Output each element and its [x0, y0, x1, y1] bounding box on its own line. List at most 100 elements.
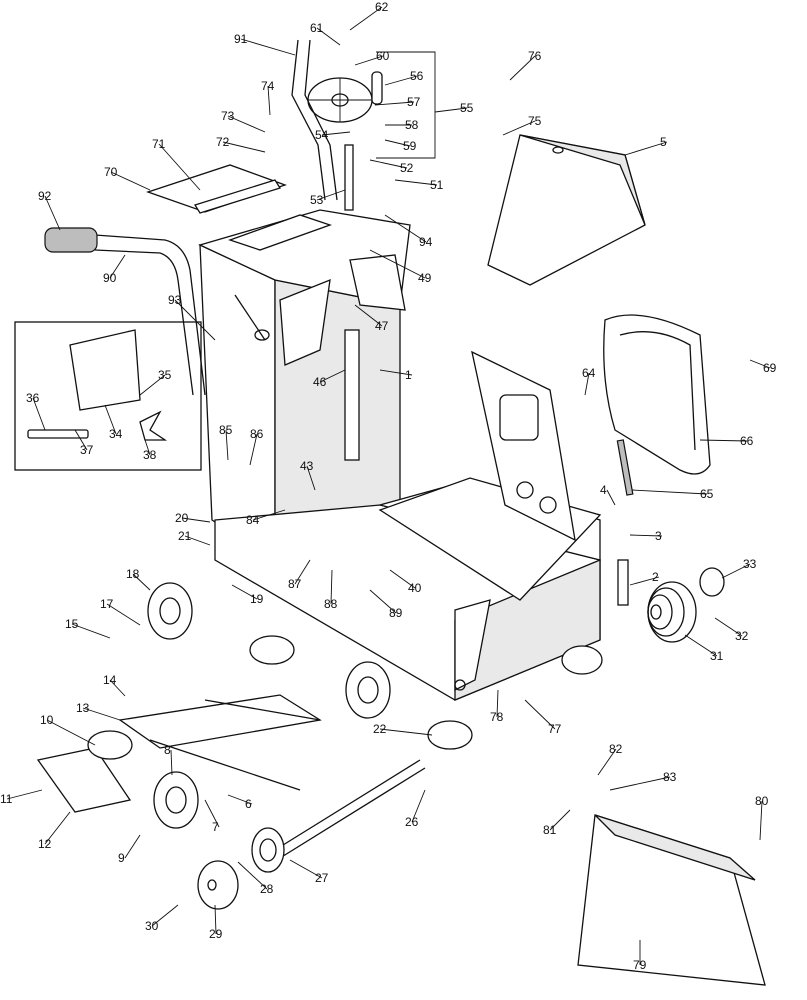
leader-line-6 [227, 794, 253, 805]
callout-46: 46 [313, 375, 327, 389]
leader-line-90 [109, 254, 126, 279]
leader-line-74 [267, 85, 271, 116]
callout-94: 94 [419, 235, 433, 249]
leader-line-9 [124, 834, 141, 859]
cover-plate [145, 164, 287, 214]
callout-35: 35 [158, 368, 172, 382]
leader-line-3 [629, 534, 663, 537]
callout-14: 14 [103, 673, 117, 687]
leader-line-2 [629, 576, 660, 586]
callout-69: 69 [763, 361, 777, 375]
leader-line-77 [524, 699, 556, 730]
leader-line-38 [144, 439, 151, 456]
callout-70: 70 [104, 165, 118, 179]
callout-28: 28 [260, 882, 274, 896]
leader-line-20 [181, 517, 211, 523]
leader-line-61 [316, 27, 341, 46]
shaft-46 [344, 329, 360, 461]
callout-93: 93 [168, 293, 182, 307]
pulley [647, 567, 725, 643]
callout-62: 62 [375, 0, 389, 14]
leader-line-31 [684, 634, 718, 657]
callout-8: 8 [164, 743, 171, 757]
callout-49: 49 [418, 271, 432, 285]
leader-line-91 [240, 38, 296, 56]
callout-86: 86 [250, 427, 264, 441]
engine-plate [378, 350, 602, 601]
leader-line-92 [44, 195, 61, 231]
callout-20: 20 [175, 511, 189, 525]
leader-line-1 [379, 369, 413, 376]
leader-line-87 [294, 559, 311, 585]
callout-19: 19 [250, 592, 264, 606]
handle-bar [44, 227, 206, 396]
callout-11: 11 [0, 792, 13, 806]
callout-85: 85 [219, 423, 233, 437]
axle [251, 759, 426, 873]
callout-58: 58 [405, 118, 419, 132]
leader-line-57 [374, 101, 415, 106]
callout-91: 91 [234, 32, 248, 46]
leader-line-22 [379, 728, 433, 736]
callout-2: 2 [652, 570, 659, 584]
callout-3: 3 [655, 529, 662, 543]
leader-line-83 [609, 776, 671, 791]
callout-52: 52 [400, 161, 414, 175]
callout-80: 80 [755, 794, 769, 808]
leader-line-43 [306, 465, 316, 491]
callout-34: 34 [109, 427, 123, 441]
leader-line-62 [349, 6, 383, 31]
callout-47: 47 [375, 319, 389, 333]
callout-15: 15 [65, 617, 79, 631]
callout-29: 29 [209, 927, 223, 941]
callout-18: 18 [126, 567, 140, 581]
leader-line-4 [606, 489, 616, 506]
leader-line-52 [369, 159, 408, 169]
leader-line-18 [132, 573, 151, 591]
callout-92: 92 [38, 189, 52, 203]
callout-83: 83 [663, 770, 677, 784]
callout-17: 17 [100, 597, 114, 611]
leader-line-54 [321, 131, 351, 136]
bottom-cover [577, 814, 766, 986]
callout-75: 75 [528, 114, 542, 128]
bolt-2 [617, 559, 629, 606]
callout-60: 60 [376, 49, 390, 63]
callout-36: 36 [26, 391, 40, 405]
leader-line-71 [158, 143, 201, 191]
leader-line-59 [384, 139, 411, 147]
callout-88: 88 [324, 597, 338, 611]
callout-53: 53 [310, 193, 324, 207]
callout-32: 32 [735, 629, 749, 643]
bracket-11 [36, 747, 132, 813]
callout-22: 22 [373, 722, 387, 736]
callout-90: 90 [103, 271, 117, 285]
callout-4: 4 [600, 483, 607, 497]
leader-line-70 [110, 171, 151, 191]
callout-59: 59 [403, 139, 417, 153]
callout-72: 72 [216, 135, 230, 149]
leader-line-84 [252, 509, 286, 521]
callout-74: 74 [261, 79, 275, 93]
leader-line-64 [584, 372, 590, 396]
leader-line-19 [231, 584, 258, 600]
callout-89: 89 [389, 606, 403, 620]
leader-line-36 [32, 397, 46, 431]
axle-frame [118, 694, 322, 791]
callout-56: 56 [410, 69, 424, 83]
leader-line-12 [44, 811, 71, 845]
leader-line-21 [184, 535, 211, 546]
callout-84: 84 [246, 513, 260, 527]
callout-labels: 1345678910111213141517181920212226272829… [0, 0, 777, 972]
belt-guard-top [487, 134, 646, 286]
callout-65: 65 [700, 487, 714, 501]
leader-line-89 [369, 589, 397, 614]
callout-10: 10 [40, 713, 54, 727]
callout-27: 27 [315, 871, 329, 885]
callout-1: 1 [405, 368, 412, 382]
leader-line-69 [749, 359, 771, 369]
leader-line-8 [170, 749, 173, 776]
callout-40: 40 [408, 581, 422, 595]
